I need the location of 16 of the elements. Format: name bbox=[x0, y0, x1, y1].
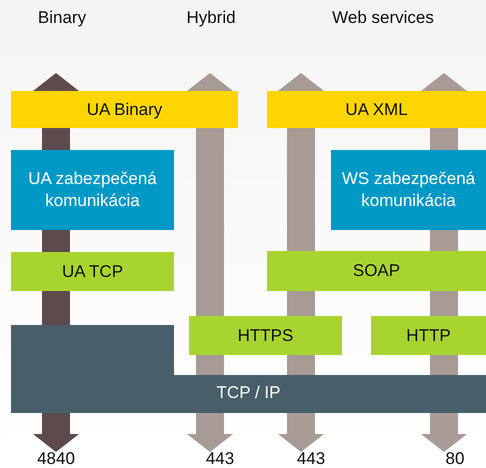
port-number: 4840 bbox=[37, 449, 75, 468]
layer-box: UA Binary bbox=[11, 91, 238, 128]
layer-box: SOAP bbox=[267, 251, 486, 291]
layer-label: TCP / IP bbox=[216, 382, 282, 404]
port-number: 443 bbox=[206, 449, 234, 468]
layer-box: HTTP bbox=[371, 316, 486, 355]
port-number: 443 bbox=[296, 449, 326, 468]
column-heading: Hybrid bbox=[186, 8, 236, 28]
layer-box: UA TCP bbox=[11, 252, 174, 291]
layer-box: WS zabezpečená komunikácia bbox=[331, 150, 486, 230]
layer-box: UA zabezpečená komunikácia bbox=[11, 150, 174, 230]
layer-box: UA XML bbox=[267, 91, 486, 128]
layer-box: HTTPS bbox=[189, 316, 342, 355]
column-heading: Binary bbox=[38, 8, 86, 28]
port-number: 80 bbox=[446, 449, 464, 468]
column-heading: Web services bbox=[332, 8, 434, 28]
